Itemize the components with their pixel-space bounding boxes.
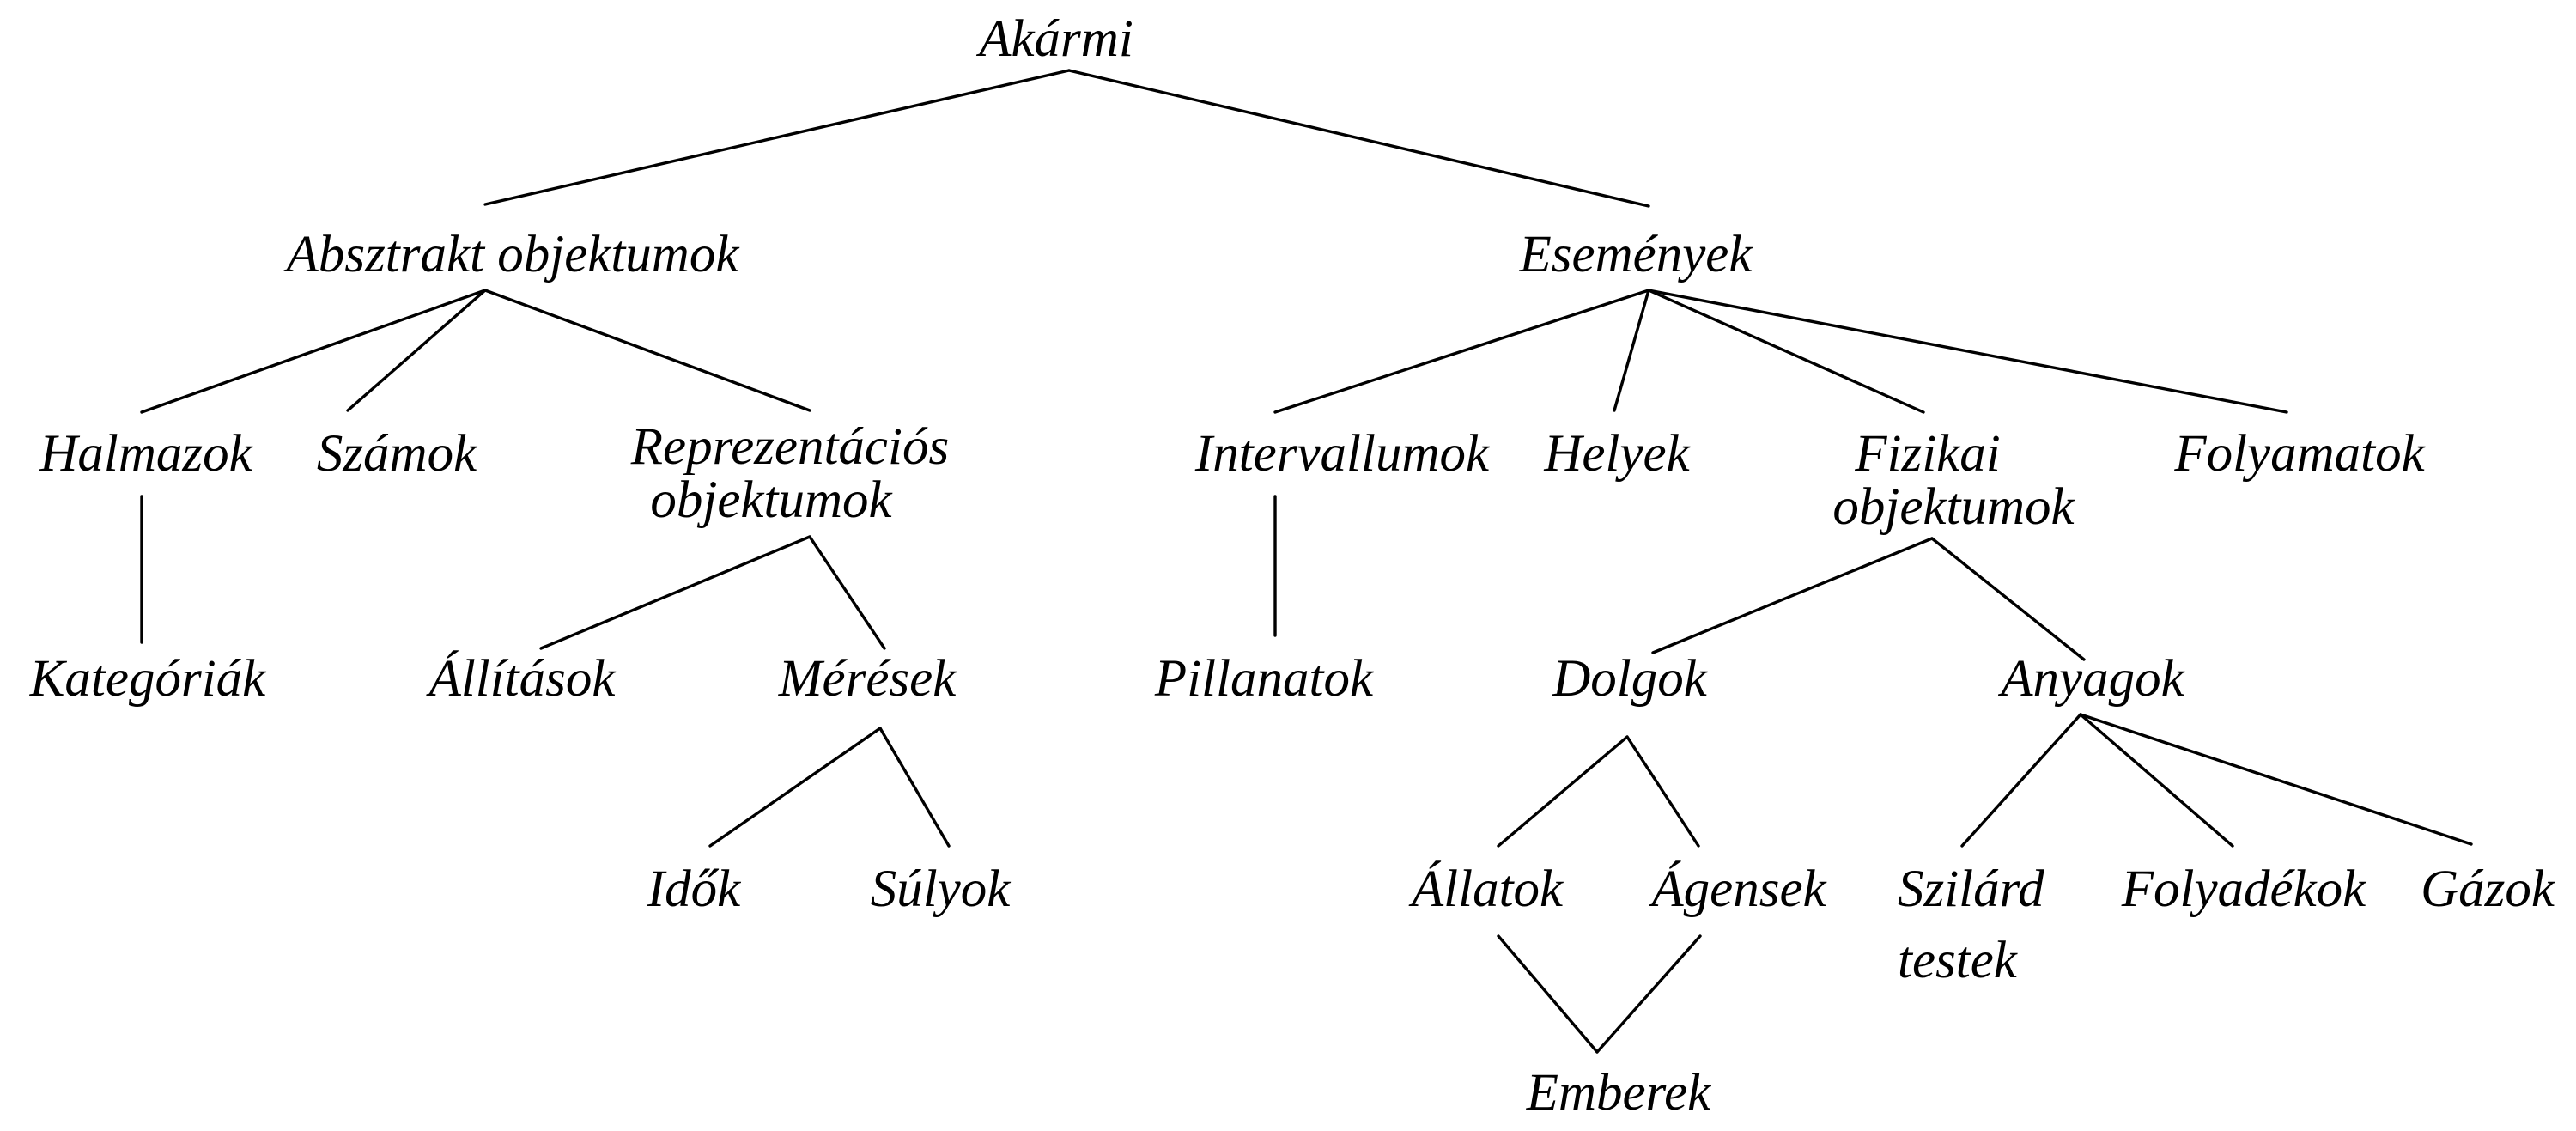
edge-dolgok-allatok [1497,735,1629,848]
node-pillanatok: Pillanatok [1154,650,1374,708]
node-akarmi: Akármi [975,10,1133,68]
node-esemenyek: Események [1519,226,1753,283]
node-szamok: Számok [317,425,477,483]
edge-absztrakt-reprezentacios [483,289,811,412]
node-anyagok: Anyagok [1997,650,2184,708]
edge-esemenyek-folyamatok [1647,289,2288,414]
node-fizikai-line1: Fizikai [1854,425,2000,483]
edge-agensek-emberek [1595,934,1702,1054]
edge-anyagok-gazok [2079,713,2473,846]
node-kategoriak: Kategóriák [29,650,266,708]
edge-dolgok-agensek [1625,735,1700,848]
node-folyadekok: Folyadékok [2121,860,2366,918]
edge-akarmi-absztrakt [483,69,1071,206]
node-labels: Akármi Absztrakt objektumok Események Ha… [29,10,2555,1122]
node-meresek: Mérések [778,650,957,708]
node-sulyok: Súlyok [871,860,1012,918]
node-szilard-line2: testek [1898,932,2018,989]
node-fizikai-line2: objektumok [1832,478,2075,536]
edge-fizikai-dolgok [1651,537,1934,654]
node-helyek: Helyek [1543,425,1690,483]
node-halmazok: Halmazok [39,425,252,483]
edge-anyagok-folyadekok [2079,713,2234,848]
node-reprezentacios-line1: Reprezentációs [630,418,949,476]
node-szilard-line1: Szilárd [1898,860,2044,918]
node-agensek: Ágensek [1648,860,1826,918]
edge-reprezentacios-allitasok [539,535,811,650]
node-absztrakt-objektumok: Absztrakt objektumok [283,226,740,283]
edge-esemenyek-helyek [1613,289,1650,412]
node-reprezentacios-line2: objektumok [650,471,892,529]
edges [140,69,2473,1054]
edge-akarmi-esemenyek [1067,69,1650,208]
edge-absztrakt-halmazok [140,289,487,414]
edge-meresek-sulyok [878,727,951,848]
edge-absztrakt-szamok [346,289,487,412]
node-idok: Idők [647,860,741,918]
edge-esemenyek-fizikai [1647,289,1925,414]
node-gazok: Gázok [2421,860,2555,918]
node-emberek: Emberek [1526,1064,1711,1122]
edge-meresek-idok [708,727,882,848]
edge-anyagok-szilard [1960,713,2082,848]
edge-esemenyek-intervallumok [1273,289,1650,414]
node-allitasok: Állítások [426,650,617,708]
node-intervallumok: Intervallumok [1194,425,1490,483]
node-allatok: Állatok [1408,860,1564,918]
node-folyamatok: Folyamatok [2173,425,2425,483]
edge-allatok-emberek [1497,934,1599,1054]
edge-reprezentacios-meresek [808,535,886,650]
edge-fizikai-anyagok [1930,537,2086,661]
node-dolgok: Dolgok [1552,650,1708,708]
